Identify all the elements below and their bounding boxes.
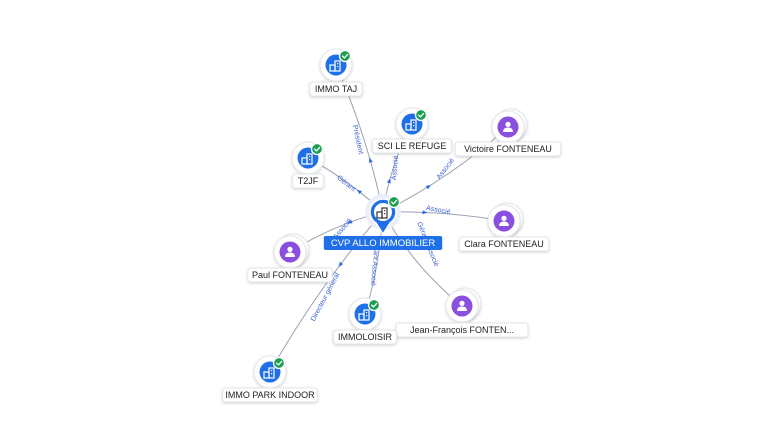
check-badge-icon bbox=[387, 195, 401, 209]
edge-label: Président bbox=[351, 124, 364, 154]
node-label-bg bbox=[454, 141, 562, 157]
node-clara[interactable]: Clara FONTENEAU bbox=[458, 202, 550, 252]
node-jean-francois[interactable]: Jean-François FONTEN... bbox=[395, 287, 529, 338]
edge-arrow-icon bbox=[347, 219, 353, 224]
node-label-bg bbox=[309, 81, 363, 97]
node-immo-park[interactable]: IMMO PARK INDOOR bbox=[222, 355, 318, 403]
edge-label: Associé bbox=[391, 155, 400, 180]
edge-jean_francois: Gérant Associé bbox=[382, 211, 463, 307]
node-label: IMMOLOISIR bbox=[338, 332, 393, 342]
node-label-bg bbox=[291, 173, 325, 189]
building-icon bbox=[358, 309, 370, 321]
node-label: Jean-François FONTEN... bbox=[410, 325, 514, 335]
node-label: Clara FONTENEAU bbox=[464, 239, 544, 249]
edge-label: Associé bbox=[436, 157, 457, 181]
node-immoloisir[interactable]: IMMOLOISIR bbox=[333, 297, 397, 345]
edge-clara: Associé bbox=[382, 205, 505, 222]
building-icon bbox=[301, 153, 313, 165]
node-label-bg bbox=[247, 267, 333, 283]
center-label-bg bbox=[323, 236, 443, 250]
node-label-bg bbox=[395, 322, 529, 338]
edge-label: Gérant bbox=[335, 174, 356, 193]
building-icon bbox=[405, 119, 417, 131]
center-label: CVP ALLO IMMOBILIER bbox=[331, 238, 436, 249]
node-label: Victoire FONTENEAU bbox=[464, 144, 552, 154]
check-badge-icon bbox=[367, 298, 381, 312]
edge-label: Associé bbox=[426, 205, 451, 216]
check-badge-icon bbox=[310, 142, 324, 156]
node-label: Paul FONTENEAU bbox=[252, 270, 328, 280]
node-label-bg bbox=[333, 329, 397, 345]
check-badge-icon bbox=[272, 356, 286, 370]
edge-label: Gérant Associé bbox=[369, 238, 380, 286]
edge-arrow-icon bbox=[356, 189, 362, 195]
check-badge-icon bbox=[414, 108, 428, 122]
node-victoire[interactable]: Victoire FONTENEAU bbox=[454, 108, 562, 157]
node-t2jf[interactable]: T2JF bbox=[291, 141, 325, 189]
check-badge-icon bbox=[338, 49, 352, 63]
edge-line bbox=[269, 211, 384, 373]
building-icon bbox=[329, 60, 341, 72]
edge-arrow-icon bbox=[386, 178, 391, 184]
edge-arrow-icon bbox=[422, 210, 428, 215]
person-icon bbox=[457, 300, 467, 311]
center-node[interactable]: CVP ALLO IMMOBILIER bbox=[323, 194, 443, 250]
person-icon bbox=[503, 121, 513, 132]
node-label: SCI LE REFUGE bbox=[378, 141, 447, 151]
person-icon bbox=[285, 246, 295, 257]
node-sci-le-refuge[interactable]: SCI LE REFUGE bbox=[372, 107, 452, 154]
edge-arrow-icon bbox=[338, 261, 344, 268]
node-label-bg bbox=[458, 236, 550, 252]
edge-arrow-icon bbox=[425, 184, 431, 190]
node-paul[interactable]: Paul FONTENEAU bbox=[247, 233, 333, 283]
node-label: IMMO TAJ bbox=[315, 84, 357, 94]
person-icon bbox=[499, 215, 509, 226]
node-label-bg bbox=[222, 387, 318, 403]
building-icon bbox=[263, 367, 275, 379]
node-label: IMMO PARK INDOOR bbox=[225, 390, 315, 400]
edge-arrow-icon bbox=[369, 157, 373, 163]
node-label: T2JF bbox=[298, 176, 319, 186]
building-icon bbox=[376, 207, 388, 219]
nodes-layer: IMMO TAJ SCI LE REFUGE Victoire FONTENEAU T… bbox=[222, 48, 562, 403]
node-immo-taj[interactable]: IMMO TAJ bbox=[309, 48, 363, 97]
node-label-bg bbox=[372, 138, 452, 154]
